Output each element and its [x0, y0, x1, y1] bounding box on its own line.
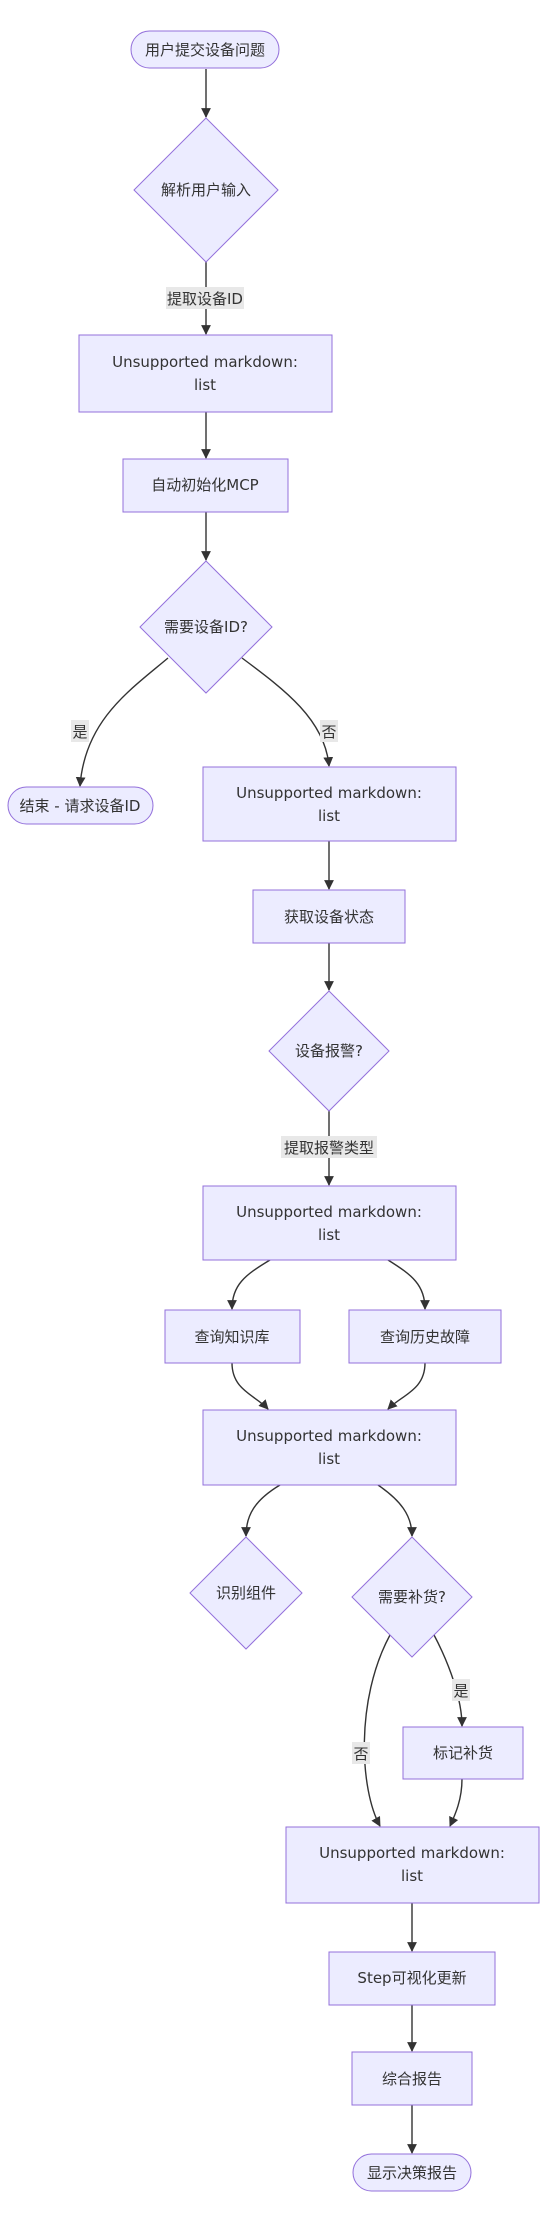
svg-text:list: list [401, 1867, 423, 1885]
svg-text:用户提交设备问题: 用户提交设备问题 [145, 41, 265, 59]
node-start: 用户提交设备问题 [130, 30, 280, 69]
edge-label-extract-alarm: 提取报警类型 [281, 1136, 377, 1158]
svg-text:自动初始化MCP: 自动初始化MCP [151, 476, 258, 494]
node-markdown-1: Unsupported markdown: list [78, 334, 333, 413]
edge-md3-kb [227, 1259, 271, 1310]
edge-kb-md4 [231, 1362, 269, 1410]
edge-md4-identify [241, 1484, 281, 1537]
node-need-restock: 需要补货? [351, 1536, 473, 1658]
edge-needid-endreq [75, 657, 169, 787]
edge-md4-restock [377, 1484, 417, 1537]
node-identify-component: 识别组件 [189, 1536, 303, 1650]
node-markdown-2: Unsupported markdown: list [202, 766, 457, 842]
node-get-status: 获取设备状态 [252, 889, 406, 944]
node-comprehensive-report: 综合报告 [351, 2051, 473, 2106]
svg-text:list: list [318, 1450, 340, 1468]
node-alarm: 设备报警? [268, 990, 390, 1112]
svg-text:list: list [318, 807, 340, 825]
svg-text:综合报告: 综合报告 [382, 2070, 442, 2088]
svg-text:否: 否 [353, 1745, 368, 1763]
svg-text:Step可视化更新: Step可视化更新 [357, 1969, 466, 1987]
edge-label-no-1: 否 [320, 720, 338, 742]
svg-text:标记补货: 标记补货 [433, 1744, 493, 1762]
edge-label-yes-1: 是 [71, 720, 89, 742]
node-parse: 解析用户输入 [133, 117, 279, 263]
node-init-mcp: 自动初始化MCP [122, 458, 289, 513]
svg-text:是: 是 [72, 723, 87, 741]
edge-label-extract-id: 提取设备ID [166, 287, 244, 309]
svg-text:list: list [194, 376, 216, 394]
svg-text:Unsupported markdown:: Unsupported markdown: [236, 1427, 422, 1445]
svg-text:设备报警?: 设备报警? [295, 1042, 363, 1060]
node-need-id: 需要设备ID? [139, 560, 273, 694]
node-end-request-id: 结束 - 请求设备ID [7, 786, 154, 825]
svg-text:Unsupported markdown:: Unsupported markdown: [112, 353, 298, 371]
svg-text:查询知识库: 查询知识库 [194, 1328, 269, 1346]
svg-text:显示决策报告: 显示决策报告 [367, 2164, 457, 2182]
node-query-knowledge-base: 查询知识库 [164, 1309, 301, 1364]
svg-text:Unsupported markdown:: Unsupported markdown: [236, 784, 422, 802]
node-step-visual-update: Step可视化更新 [328, 1951, 496, 2006]
edges [75, 69, 467, 2154]
svg-text:否: 否 [321, 723, 336, 741]
svg-text:需要设备ID?: 需要设备ID? [164, 618, 248, 636]
svg-text:list: list [318, 1226, 340, 1244]
svg-text:结束 - 请求设备ID: 结束 - 请求设备ID [20, 797, 141, 815]
edge-label-yes-2: 是 [452, 1679, 470, 1701]
edge-labels: 提取设备ID 是 否 提取报警类型 是 否 [71, 287, 470, 1764]
edge-label-no-2: 否 [352, 1742, 370, 1764]
svg-text:识别组件: 识别组件 [216, 1584, 276, 1602]
edge-mark-md5 [449, 1778, 463, 1827]
svg-text:Unsupported markdown:: Unsupported markdown: [236, 1203, 422, 1221]
edge-history-md4 [387, 1362, 426, 1410]
node-query-history: 查询历史故障 [348, 1309, 502, 1364]
svg-text:提取设备ID: 提取设备ID [167, 290, 243, 308]
node-mark-restock: 标记补货 [402, 1726, 524, 1780]
svg-text:查询历史故障: 查询历史故障 [380, 1328, 470, 1346]
edge-restock-md5 [363, 1634, 391, 1827]
svg-text:提取报警类型: 提取报警类型 [284, 1139, 374, 1157]
svg-text:解析用户输入: 解析用户输入 [161, 181, 251, 199]
node-show-decision-report: 显示决策报告 [352, 2153, 472, 2192]
edge-md3-history [387, 1259, 430, 1310]
svg-text:Unsupported markdown:: Unsupported markdown: [319, 1844, 505, 1862]
nodes: 用户提交设备问题 解析用户输入 Unsupported markdown: li… [7, 30, 540, 2192]
edge-needid-md2 [241, 657, 334, 767]
svg-text:是: 是 [453, 1682, 468, 1700]
svg-text:获取设备状态: 获取设备状态 [284, 908, 374, 926]
node-markdown-4: Unsupported markdown: list [202, 1409, 457, 1486]
node-markdown-5: Unsupported markdown: list [285, 1826, 540, 1904]
svg-text:需要补货?: 需要补货? [378, 1588, 446, 1606]
node-markdown-3: Unsupported markdown: list [202, 1185, 457, 1261]
